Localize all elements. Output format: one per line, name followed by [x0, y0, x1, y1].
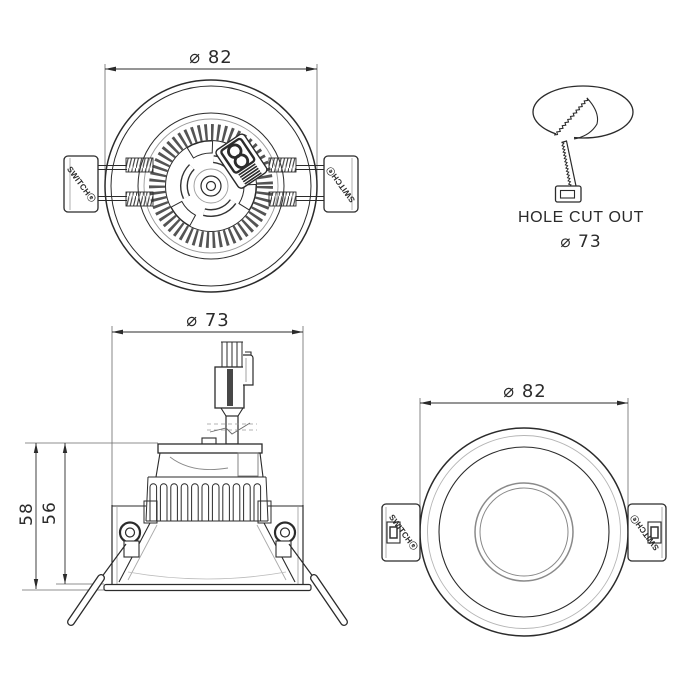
side-view-heatsink-fins: [145, 476, 269, 522]
cable-break-symbol: [207, 423, 257, 431]
side-view-spring-left: [67, 521, 142, 626]
top-view-heatsink-fins: [149, 124, 273, 248]
cut-flap-edge: [573, 97, 599, 140]
cutout-ellipse: [532, 85, 634, 139]
top-view-wedge-slots: [170, 140, 263, 230]
cut-zigzag-edge: [553, 97, 589, 136]
side-view: ⌀ 73 58 56: [17, 310, 348, 626]
side-view-height-56-label: 56: [40, 501, 60, 525]
top-view-tab-left: SWITCHⓔ: [63, 155, 154, 213]
side-view-dimension-73: ⌀ 73: [111, 310, 304, 505]
front-view-outer-trim: [419, 427, 629, 637]
side-view-connector-cable: [207, 341, 257, 445]
top-view-spring-coil: [125, 157, 154, 173]
front-view-tab-left: SWITCHⓔ: [381, 503, 421, 562]
side-view-lamp-body: [148, 437, 266, 478]
side-view-diameter-label: ⌀ 73: [186, 310, 229, 331]
hole-cutout-caption: HOLE CUT OUT: [518, 209, 644, 226]
side-view-spring-right: [273, 521, 348, 626]
front-view: ⌀ 82 SWITCHⓔ SWITCHⓔ: [381, 381, 667, 637]
side-view-height-58-label: 58: [17, 502, 37, 526]
top-view-dimension-82: ⌀ 82: [104, 47, 318, 178]
top-view: ⌀ 82: [63, 47, 359, 293]
top-view-diameter-label: ⌀ 82: [189, 47, 232, 68]
top-view-outer-rim: [104, 79, 318, 293]
top-view-spring-coil: [268, 157, 297, 173]
saw-icon: [554, 140, 582, 203]
hole-cutout-diameter: ⌀ 73: [560, 232, 601, 252]
front-view-dimension-82: ⌀ 82: [419, 381, 629, 508]
side-view-trim-bezel: [103, 583, 312, 592]
front-view-tab-right: SWITCHⓔ: [627, 503, 667, 562]
front-view-diameter-label: ⌀ 82: [503, 381, 546, 402]
front-view-lens: [474, 482, 574, 582]
side-view-height-dimensions: 58 56: [17, 442, 158, 591]
top-view-tab-right: SWITCHⓔ: [268, 155, 359, 213]
top-view-terminal-block: [215, 133, 268, 189]
hole-cutout-illustration: HOLE CUT OUT ⌀ 73: [518, 85, 644, 252]
side-view-can-and-trim: [103, 500, 312, 592]
